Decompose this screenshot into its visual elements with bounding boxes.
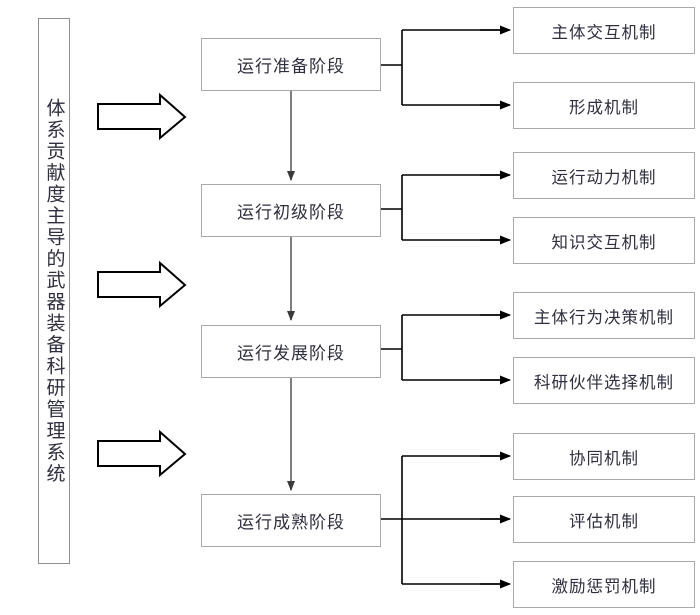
mechanism-label-6: 科研伙伴选择机制: [534, 372, 674, 392]
stage-box-4[interactable]: 运行成熟阶段: [201, 494, 381, 547]
mechanism-label-8: 评估机制: [569, 511, 639, 531]
stage-box-3[interactable]: 运行发展阶段: [201, 325, 381, 378]
stage-label-3: 运行发展阶段: [237, 344, 345, 363]
mechanism-box-2[interactable]: 形成机制: [513, 82, 695, 129]
mechanism-label-3: 运行动力机制: [551, 167, 657, 187]
branch-stage1: [381, 29, 506, 106]
stage-label-1: 运行准备阶段: [237, 57, 345, 76]
mechanism-box-8[interactable]: 评估机制: [513, 496, 695, 543]
mechanism-box-5[interactable]: 主体行为决策机制: [513, 292, 695, 339]
stage-box-2[interactable]: 运行初级阶段: [201, 184, 381, 237]
branch-stage4: [381, 455, 506, 585]
stage-box-1[interactable]: 运行准备阶段: [201, 38, 381, 91]
mechanism-box-3[interactable]: 运行动力机制: [513, 152, 695, 199]
mechanism-label-7: 协同机制: [569, 448, 639, 468]
mechanism-box-7[interactable]: 协同机制: [513, 433, 695, 480]
mechanism-label-2: 形成机制: [569, 97, 639, 117]
stage-label-4: 运行成熟阶段: [237, 513, 345, 532]
block-arrow-3: [97, 429, 187, 478]
mechanism-label-5: 主体行为决策机制: [534, 307, 674, 327]
system-title-text: 体系贡献度主导的武器装备科研管理系统: [43, 97, 65, 485]
mechanism-label-1: 主体交互机制: [551, 22, 657, 42]
mechanism-box-4[interactable]: 知识交互机制: [513, 217, 695, 264]
mechanism-box-1[interactable]: 主体交互机制: [513, 7, 695, 54]
system-title-panel: 体系贡献度主导的武器装备科研管理系统: [38, 18, 70, 564]
mechanism-label-4: 知识交互机制: [551, 232, 657, 252]
block-arrow-1: [97, 92, 187, 141]
block-arrow-2: [97, 260, 187, 309]
stage-label-2: 运行初级阶段: [237, 203, 345, 222]
mechanism-box-9[interactable]: 激励惩罚机制: [513, 561, 695, 608]
mechanism-label-9: 激励惩罚机制: [551, 576, 657, 596]
branch-stage3: [381, 314, 506, 381]
branch-stage2: [381, 174, 506, 241]
mechanism-box-6[interactable]: 科研伙伴选择机制: [513, 357, 695, 404]
